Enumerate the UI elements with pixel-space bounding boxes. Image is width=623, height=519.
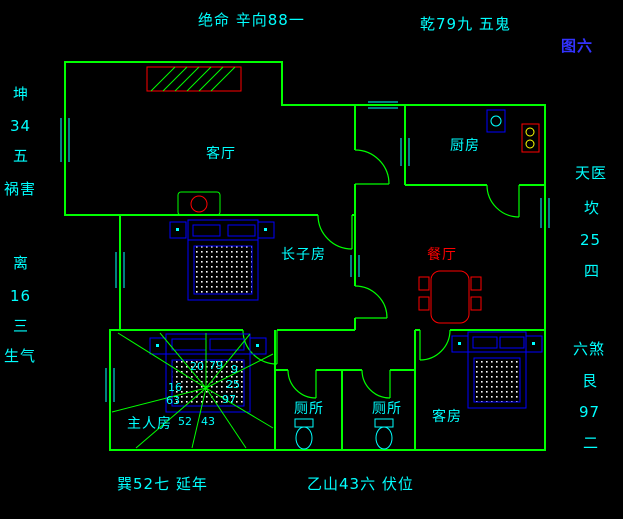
- label-right-er: 二: [583, 434, 600, 452]
- dining-table-set: [418, 270, 482, 324]
- label-left-wu: 五: [13, 147, 30, 165]
- bed-eldest-son: [169, 219, 275, 301]
- label-right-si: 四: [584, 262, 601, 280]
- kitchen-stove: [521, 123, 540, 153]
- room-label-kitchen: 厨房: [450, 138, 480, 154]
- label-right-97: 97: [579, 403, 601, 421]
- figure-label: 图六: [561, 37, 594, 55]
- compass-number: 25: [226, 378, 240, 391]
- compass-number: 9: [231, 363, 238, 376]
- room-label-master: 主人房: [127, 416, 172, 432]
- label-right-kan: 坎: [584, 199, 601, 217]
- living-room-table: [177, 191, 221, 216]
- bed-master: [149, 333, 267, 413]
- label-right-liusha: 六煞: [573, 340, 606, 358]
- compass-number: 97: [222, 393, 236, 406]
- label-left-16: 16: [10, 287, 32, 305]
- label-top-left: 绝命 辛向88一: [198, 11, 305, 29]
- label-bottom-left: 巽52七 延年: [117, 475, 208, 493]
- label-right-tianyi: 天医: [575, 164, 608, 182]
- room-label-toilet-right: 厕所: [372, 401, 402, 417]
- room-label-dining: 餐厅: [427, 247, 457, 263]
- label-left-san: 三: [13, 317, 30, 335]
- label-left-shengqi: 生气: [4, 347, 37, 365]
- compass-number: 52: [178, 415, 192, 428]
- label-bottom-center: 乙山43六 伏位: [307, 475, 414, 493]
- compass-number: 63: [166, 394, 180, 407]
- label-left-li: 离: [13, 254, 30, 272]
- room-label-eldest-son: 长子房: [281, 247, 326, 263]
- compass-number: 43: [201, 415, 215, 428]
- compass-lines: [111, 332, 274, 449]
- label-left-kun: 坤: [13, 85, 30, 103]
- compass-number: 79: [209, 359, 223, 372]
- label-left-huohai: 祸害: [4, 180, 37, 198]
- living-room-window: [146, 66, 242, 92]
- compass-number: 20: [190, 360, 204, 373]
- label-right-25: 25: [580, 231, 602, 249]
- room-label-living: 客厅: [206, 146, 236, 162]
- toilet-fixture-left: [294, 418, 314, 450]
- label-left-34: 34: [10, 117, 32, 135]
- label-top-right: 乾79九 五鬼: [420, 15, 511, 33]
- toilet-fixture-right: [374, 418, 394, 450]
- room-label-toilet-left: 厕所: [294, 401, 324, 417]
- bed-guest: [451, 331, 543, 409]
- compass-number: 16: [168, 381, 182, 394]
- kitchen-sink: [486, 109, 506, 133]
- label-right-gen: 艮: [582, 372, 599, 390]
- window-symbols: [60, 101, 550, 402]
- room-label-guest: 客房: [432, 409, 462, 425]
